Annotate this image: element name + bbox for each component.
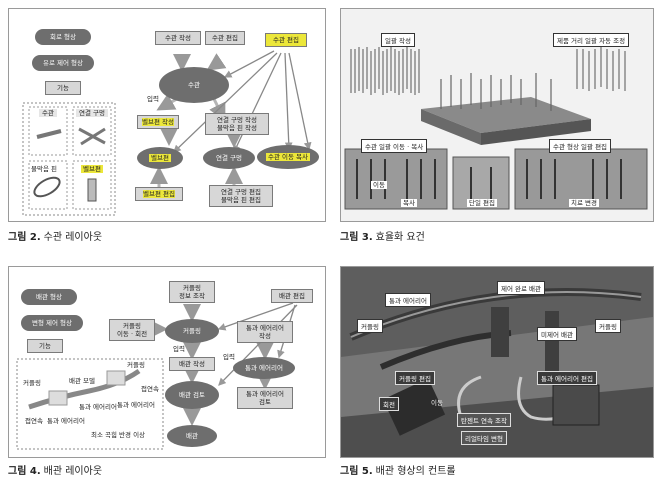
caption-text: 효율화 요건 (375, 232, 425, 243)
figure-3-caption: 그림 3.효율화 요건 (340, 228, 425, 243)
caption-number: 그림 4. (8, 466, 41, 477)
function-box: 기능 (45, 81, 81, 96)
box-valve-create: 벨브편 작성 (137, 115, 179, 130)
caption-number: 그림 5. (340, 466, 373, 477)
label-treatment-change: 치료 변경 (569, 199, 599, 208)
label-coupling-left: 커플링 (357, 319, 383, 333)
oval-valve: 벨브편 (137, 147, 183, 169)
input-label-2: 입력 (223, 353, 235, 361)
input-label-1: 입력 (147, 95, 159, 103)
valve-create-text: 벨브편 작성 (142, 118, 174, 126)
pill-deform-control-shape: 변형 제어 형상 (21, 315, 83, 332)
part-label-stopper-pin: 물막음 핀 (31, 165, 57, 173)
function-box: 기능 (27, 339, 63, 354)
label-realtime-deform: 리얼타임 변형 (461, 431, 507, 445)
label-pass-area-edit: 통과 에어리어 편집 (537, 371, 597, 385)
box-pass-area-create: 통과 에어리어 작성 (237, 321, 293, 344)
box-pass-area-review: 통과 에어리어 검토 (237, 387, 293, 410)
box-connect-hole-edit: 연결 구멍 편집 물막음 핀 편집 (209, 185, 273, 208)
pipe-part-illustrations (33, 127, 106, 202)
oval-pipe-move-copy: 수관 이동 복사 (257, 145, 319, 169)
detail-tangent-left: 접연속 (25, 417, 43, 425)
label-pass-area-top: 통과 에어리어 (385, 293, 431, 307)
detail-coupling-left: 커플링 (23, 379, 41, 387)
caption-text: 수관 레이아웃 (43, 232, 103, 243)
figure-2-water-pipe-layout: 회로 형상 유로 제어 형상 기능 수관 연결 구멍 물막음 핀 벨브편 수관 … (8, 8, 326, 222)
label-move: 이동 (431, 399, 443, 407)
figure-4-caption: 그림 4.배관 레이아웃 (8, 462, 102, 477)
input-label-1: 입력 (173, 345, 185, 353)
detail-piping-model: 배관 모델 (69, 377, 95, 385)
pill-circuit-shape: 회로 형상 (35, 29, 91, 46)
oval-pipe-main: 수관 (159, 67, 229, 103)
label-auto-adjust: 제품 거리 일괄 자동 조정 (553, 33, 630, 47)
detail-pass-area-2: 통과 에어리어 (47, 417, 85, 425)
part-label-connect-hole: 연결 구멍 (76, 109, 108, 118)
oval-connect-hole: 연결 구멍 (203, 147, 255, 169)
caption-number: 그림 3. (340, 232, 373, 243)
box-pipe-create: 수관 작성 (155, 31, 201, 46)
figure-5-piping-shape-control: 제어 완료 배관 통과 에어리어 커플링 미제어 배관 커플링 커플링 편집 통… (340, 266, 654, 458)
detail-tangent-right: 접연속 (141, 385, 159, 393)
oval-move-copy-text: 수관 이동 복사 (265, 153, 310, 161)
oval-piping: 배관 (167, 425, 217, 447)
label-uncontrolled-pipe: 미제어 배관 (537, 327, 577, 341)
detail-coupling-right: 커플링 (127, 361, 145, 369)
box-piping-create: 배관 작성 (169, 357, 215, 372)
figure-2-caption: 그림 2.수관 레이아웃 (8, 228, 102, 243)
box-coupling-info: 커플링 정보 조작 (169, 281, 215, 304)
detail-min-bend-radius: 최소 곡힘 반경 이상 (91, 431, 146, 439)
part-label-pipe: 수관 (39, 109, 57, 118)
oval-coupling: 커플링 (165, 319, 219, 343)
oval-piping-review: 배관 검토 (165, 381, 219, 409)
valve-edit-text: 벨브편 편집 (143, 190, 175, 198)
pill-flow-control-shape: 유로 제어 형상 (32, 55, 94, 72)
label-copy: 복사 (401, 199, 417, 208)
label-move: 이동 (371, 181, 387, 190)
label-rotate: 회전 (379, 397, 399, 411)
box-valve-edit: 벨브편 편집 (135, 187, 183, 202)
caption-text: 배관 레이아웃 (43, 466, 103, 477)
part-label-valve: 벨브편 (81, 165, 103, 174)
oval-valve-text: 벨브편 (149, 154, 171, 162)
caption-number: 그림 2. (8, 232, 41, 243)
figure-2-arrows (22, 50, 312, 216)
box-pipe-edit-2: 수관 편집 (265, 33, 307, 48)
detail-pass-area-1: 통과 에어리어 (79, 403, 117, 411)
pill-piping-shape: 배관 형상 (21, 289, 77, 306)
label-batch-shape-edit: 수관 형상 일괄 편집 (549, 139, 612, 153)
label-coupling-right: 커플링 (595, 319, 621, 333)
label-controlled-pipe: 제어 완료 배관 (497, 281, 546, 295)
label-batch-create: 일괄 작성 (381, 33, 415, 47)
figure-3-efficiency-requirements: 일괄 작성 제품 거리 일괄 자동 조정 수관 일괄 이동 · 복사 수관 형상… (340, 8, 654, 222)
label-tangent-continuous: 탄젠트 연속 조작 (457, 413, 511, 427)
caption-text: 배관 형상의 컨트롤 (375, 466, 456, 477)
box-piping-edit: 배관 편집 (271, 289, 313, 304)
label-batch-move-copy: 수관 일괄 이동 · 복사 (361, 139, 428, 153)
figure-5-caption: 그림 5.배관 형상의 컨트롤 (340, 462, 456, 477)
box-connect-hole-create: 연결 구멍 작성 물막음 핀 작성 (205, 113, 269, 136)
box-coupling-move-rotate: 커플링 이동 · 회전 (109, 319, 155, 342)
detail-pass-area-3: 통과 에어리어 (117, 401, 155, 409)
oval-pass-area: 통과 에어리어 (233, 357, 295, 379)
figure-4-piping-layout: 배관 형상 변형 제어 형상 기능 커플링 정보 조작 배관 편집 커플링 이동… (8, 266, 326, 458)
box-pipe-edit-1: 수관 편집 (205, 31, 245, 46)
label-single-edit: 단일 편집 (467, 199, 497, 208)
label-coupling-edit: 커플링 편집 (395, 371, 435, 385)
